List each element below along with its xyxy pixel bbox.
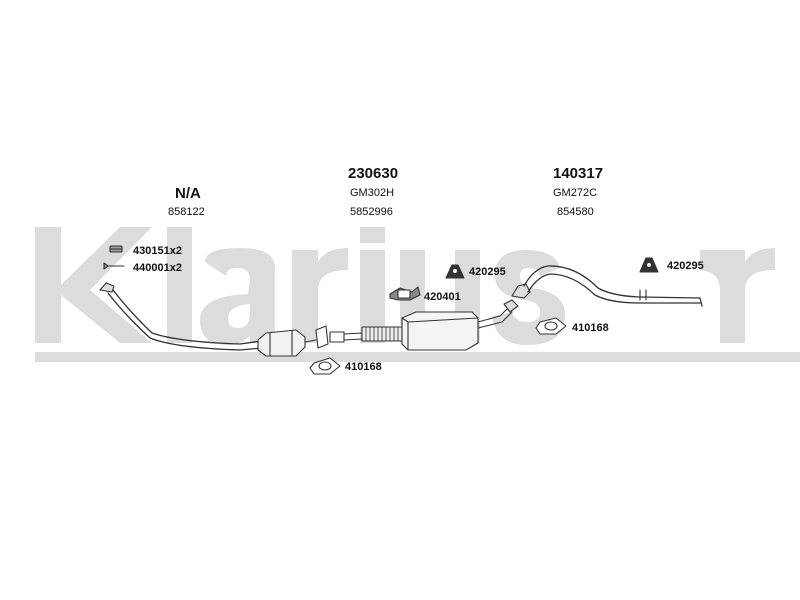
label-mount-mid: 420401 — [424, 291, 461, 303]
section-code-854580: 854580 — [557, 206, 594, 218]
section-code-gm302h: GM302H — [350, 187, 395, 199]
rear-tail-pipe — [511, 265, 703, 307]
front-pipe — [99, 282, 263, 351]
hanger-icon-rear — [639, 257, 659, 273]
gasket-front-icon — [309, 357, 341, 375]
flange-joint — [315, 325, 363, 349]
label-clamp-front: 430151x2 — [133, 245, 182, 257]
clamp-icon — [109, 245, 123, 253]
label-gasket-front: 410168 — [345, 361, 382, 373]
section-code-na: 858122 — [168, 206, 205, 218]
label-hanger-rear: 420295 — [667, 260, 704, 272]
gasket-rear-icon — [535, 317, 567, 335]
section-heading-230630: 230630 — [348, 165, 399, 182]
label-hanger-mid: 420295 — [469, 266, 506, 278]
section-code-gm272c: GM272C — [553, 187, 598, 199]
label-gasket-rear: 410168 — [572, 322, 609, 334]
mount-rubber-icon — [389, 286, 421, 301]
hanger-icon-mid — [445, 264, 465, 279]
flex-pipe — [361, 326, 403, 342]
section-code-5852996: 5852996 — [350, 206, 393, 218]
bolt-icon — [103, 262, 125, 270]
catalytic-converter — [257, 329, 317, 357]
section-heading-140317: 140317 — [553, 165, 604, 182]
label-bolt-front: 440001x2 — [133, 262, 182, 274]
section-heading-na: N/A — [175, 185, 201, 202]
middle-silencer — [401, 299, 519, 351]
